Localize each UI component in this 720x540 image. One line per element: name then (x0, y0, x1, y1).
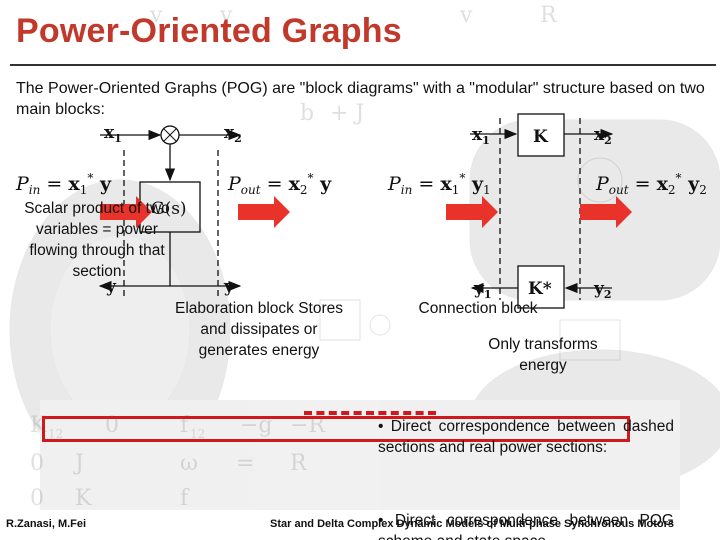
x2-label-right: x (594, 125, 605, 145)
svg-text:v: v (219, 3, 233, 28)
svg-text:y1: y1 (473, 279, 492, 301)
p-out-left-formula: Pout = x2* y (227, 171, 332, 197)
x1-sub: 1 (114, 132, 122, 145)
svg-text:v: v (459, 3, 473, 28)
k-star-block-label: K* (528, 279, 552, 299)
p-in-right-formula: Pin = x1* y1 (387, 171, 491, 197)
elaboration-block-diagram: G(s) x1 x2 y y Pin = x1* y Pout = x2* y (15, 123, 332, 300)
x1-label: x (104, 123, 115, 143)
svg-text:0: 0 (30, 486, 44, 511)
elaboration-block-label: Elaboration block Stores and dissipates … (174, 300, 343, 359)
svg-text:K: K (75, 486, 92, 511)
title-divider (10, 64, 716, 66)
svg-text:12: 12 (48, 427, 63, 441)
x2-sub-right: 2 (604, 134, 612, 147)
y1-label: y (473, 279, 485, 299)
svg-text:x2: x2 (594, 125, 612, 147)
svg-text:v: v (149, 3, 163, 28)
bullet-2: • Direct correspondence between POG sche… (378, 512, 674, 540)
p-in-left-formula: Pin = x1* y (15, 171, 112, 197)
footer-authors: R.Zanasi, M.Fei (6, 518, 87, 530)
red-arrow-4 (580, 196, 632, 228)
svg-text:f: f (180, 486, 190, 511)
x2-label: x (224, 123, 235, 143)
svg-text:y2: y2 (593, 279, 612, 301)
svg-text:R: R (290, 451, 308, 476)
red-arrow-3 (446, 196, 498, 228)
svg-text:f: f (180, 413, 190, 438)
k-star-block (517, 265, 565, 309)
x2-sub: 2 (234, 132, 242, 145)
svg-text:12: 12 (190, 427, 205, 441)
power-flow-arrows (100, 196, 632, 228)
svg-text:R: R (540, 3, 558, 28)
svg-text:=: = (236, 451, 254, 476)
svg-text:x1: x1 (472, 125, 490, 147)
y-label-right: y (223, 277, 235, 297)
highlight-box (42, 416, 630, 442)
x1-sub-right: 1 (482, 134, 490, 147)
intro-text: The Power-Oriented Graphs (POG) are "blo… (16, 80, 705, 118)
footer-title: Star and Delta Complex Dynamic Models of… (270, 518, 675, 530)
y2-sub: 2 (604, 288, 612, 301)
g-block-label: G(s) (151, 199, 187, 219)
connection-block-diagram: K x1 x2 K* y1 y2 Pin = x1* y1 Pout = x2*… (387, 113, 707, 309)
connection-block-sub: Only transforms energy (488, 336, 598, 374)
svg-text:0: 0 (30, 451, 44, 476)
bullet-1: • Direct correspondence between dashed s… (378, 418, 674, 456)
p-out-right-formula: Pout = x2* y2 (595, 171, 707, 197)
y2-label: y (593, 279, 605, 299)
page-title: Power-Oriented Graphs (16, 12, 402, 50)
k-block-label: K (533, 127, 549, 147)
svg-text:b: b (300, 101, 314, 126)
svg-text:+ J: + J (330, 101, 364, 126)
y1-sub: 1 (484, 288, 492, 301)
svg-text:ω: ω (180, 451, 198, 476)
red-dashed-line (304, 411, 436, 415)
red-arrow-2 (238, 196, 290, 228)
svg-text:x2: x2 (224, 123, 242, 145)
svg-text:x1: x1 (104, 123, 122, 145)
svg-text:0: 0 (105, 413, 119, 438)
x1-label-right: x (472, 125, 483, 145)
scalar-product-label: Scalar product of two variables = power … (24, 200, 170, 280)
connection-block-label: Connection block (418, 300, 538, 317)
red-arrow-1 (100, 196, 152, 228)
y-label-left: y (105, 277, 117, 297)
k-block (517, 113, 565, 157)
svg-text:J: J (73, 451, 84, 476)
